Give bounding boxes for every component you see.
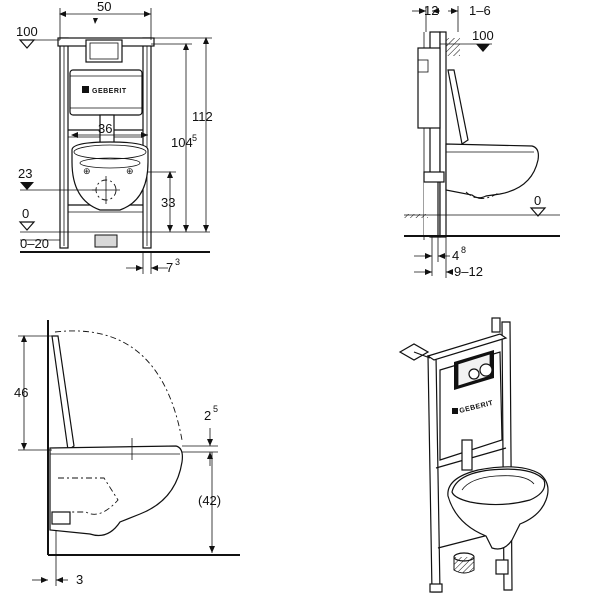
side-dim-offset-sup: 8 [461, 245, 466, 255]
side-level-100-marker [476, 44, 490, 52]
level-0-label: 0 [22, 206, 29, 221]
profile-dim-3: 3 [76, 572, 83, 587]
lid-swing-arc [54, 330, 183, 441]
profile-view: 46 2 5 (42) 3 [14, 320, 240, 587]
level-range-label: 0–20 [20, 236, 49, 251]
dim-frame-width: 50 [97, 0, 111, 14]
side-level-0-label: 0 [534, 193, 541, 208]
dim-plate-height: 104 [171, 135, 193, 150]
side-dim-offset: 4 [452, 248, 459, 263]
side-seat-lid [447, 69, 469, 146]
side-level-0-marker [529, 207, 547, 217]
dim-waste-height: 33 [161, 195, 175, 210]
side-waste-pipe [424, 175, 439, 237]
svg-text:⊕: ⊕ [83, 166, 91, 176]
side-dim-1-6: 1–6 [469, 3, 491, 18]
persp-flush-button-2 [479, 363, 493, 377]
dim-plate-height-sup: 5 [192, 133, 197, 143]
profile-seat-lid [51, 335, 75, 452]
side-dim-12: 12 [424, 3, 438, 18]
level-23-label: 23 [18, 166, 32, 181]
wall-bracket [446, 38, 460, 56]
persp-brand-logo-mark [452, 408, 458, 414]
side-cistern [417, 47, 441, 129]
brand-logo-mark [82, 86, 89, 93]
dim-upright-offset-sup: 3 [175, 257, 180, 267]
profile-dim-seat: 2 [204, 408, 211, 423]
level-23-marker [20, 182, 34, 190]
persp-flush-button-1 [468, 368, 480, 380]
persp-right-post [501, 321, 513, 591]
side-dim-range: 9–12 [454, 264, 483, 279]
dim-total-height: 112 [192, 109, 213, 124]
dim-bowl-width: 36 [98, 121, 112, 136]
level-0-marker [18, 221, 36, 231]
brand-logo-text: GEBERIT [92, 88, 127, 95]
profile-bowl [49, 445, 183, 537]
persp-toilet-seat [451, 468, 546, 506]
side-level-100-label: 100 [472, 28, 494, 43]
level-100-label: 100 [16, 24, 38, 39]
flush-plate-opening [85, 39, 123, 63]
profile-dim-42: (42) [198, 493, 221, 508]
side-bowl [445, 143, 539, 199]
perspective-view: GEBERIT [398, 317, 549, 593]
persp-left-post [427, 355, 441, 593]
profile-dim-seat-sup: 5 [213, 404, 218, 414]
front-view: GEBERIT ⊕ ⊕ 50 36 112 [16, 0, 213, 275]
level-100-marker [18, 39, 36, 49]
svg-text:⊕: ⊕ [126, 166, 134, 176]
profile-dim-46: 46 [14, 385, 28, 400]
side-view: 12 1–6 100 0 4 8 9–12 [404, 3, 560, 279]
dim-upright-offset: 7 [166, 260, 173, 275]
toilet-bowl-front [71, 141, 149, 211]
waste-outlet [94, 234, 118, 248]
